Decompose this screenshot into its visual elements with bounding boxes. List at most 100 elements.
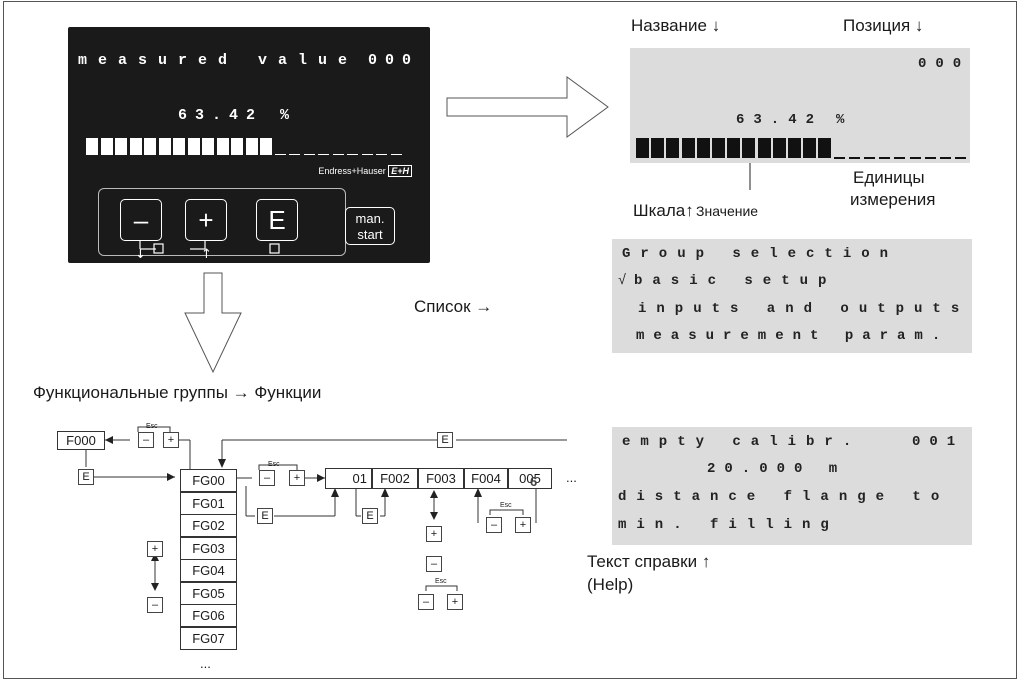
value-label: Значение [696, 203, 759, 219]
plus-key-f004[interactable]: + [515, 517, 531, 533]
function-group-fg00[interactable]: FG00 [180, 469, 237, 492]
check-mark-icon: √ [618, 273, 627, 289]
keypad-combo-symbols: ↓ ↑ [135, 241, 280, 262]
annotated-bar-empty-segment [924, 157, 936, 159]
function-box-01[interactable]: 01 [325, 468, 372, 489]
plus-key-f003-esc[interactable]: + [447, 594, 463, 610]
annotated-bar-segment [651, 138, 665, 158]
annotated-bar-empty-segment [940, 157, 951, 159]
annotated-unit: % [836, 112, 854, 128]
device-line1-label: measured value [78, 52, 359, 69]
annotated-bar-empty-segment [848, 157, 860, 159]
function-group-fg03[interactable]: FG03 [180, 536, 237, 560]
help-line1-label: empty calibr. [622, 434, 862, 450]
annotated-bar-segment [803, 138, 817, 158]
function-box-005[interactable]: 005 [508, 468, 552, 489]
plus-key-f000[interactable]: + [163, 432, 179, 448]
group-item-inputs-outputs[interactable]: inputs and outputs [638, 301, 970, 317]
device-bar-segment [187, 138, 200, 155]
esc-label-3: Esc [435, 578, 447, 585]
group-item-measurement-param[interactable]: measurement param. [636, 328, 950, 344]
annotated-bar-segment [772, 138, 786, 158]
function-box-f004[interactable]: F004 [464, 468, 508, 489]
annotated-bar-empty-segment [879, 157, 891, 159]
device-bar-empty-segment [318, 154, 329, 155]
device-display-unit: measured value 000 63.42 % Endress+Hause… [68, 27, 430, 263]
minus-key-f003[interactable]: – [426, 556, 442, 572]
brand-text: Endress+Hauser [318, 166, 386, 176]
f000-box: F000 [57, 431, 105, 450]
annotated-bar-empty-segment [894, 157, 906, 159]
function-group-fg01[interactable]: FG01 [180, 491, 237, 515]
diagram-frame [3, 1, 1017, 679]
annotated-bar-segment [636, 138, 649, 158]
device-bar-segment [231, 138, 243, 155]
device-bar-segment [173, 138, 185, 155]
device-bar-segment [202, 138, 214, 155]
annotated-bar-segment [712, 138, 725, 158]
function-group-ellipsis: ... [200, 656, 211, 671]
group-item-basic-setup[interactable]: basic setup [634, 273, 837, 289]
function-box-f003[interactable]: F003 [418, 468, 464, 489]
man-start-line1: man. [355, 211, 385, 226]
help-text-line1: distance flange to [618, 489, 950, 505]
enter-key-f002[interactable]: E [362, 508, 378, 524]
arrow-up-icon: ↑ [201, 247, 212, 262]
units-label-1: Единицы [853, 168, 925, 187]
group-selection-lcd: Group selection √ basic setup inputs and… [612, 239, 972, 353]
annotated-position-value: 000 [918, 56, 971, 72]
plus-key-f003[interactable]: + [426, 526, 442, 542]
units-label-2: измерения [850, 190, 936, 209]
down-hollow-arrow-icon [184, 272, 242, 374]
annotated-bar-segment [696, 138, 710, 158]
plus-key[interactable]: + [185, 199, 227, 241]
annotated-bar-segment [727, 138, 741, 158]
minus-key-fg-list[interactable]: – [147, 597, 163, 613]
minus-key-f003-esc[interactable]: – [418, 594, 434, 610]
scale-label: Шкала↑ [633, 201, 694, 220]
enter-key-f000[interactable]: E [78, 469, 94, 485]
device-bar-empty-segment [289, 154, 300, 155]
arrow-down-icon: ↓ [135, 247, 146, 262]
function-group-fg02[interactable]: FG02 [180, 514, 237, 537]
device-bar-empty-segment [361, 154, 373, 155]
help-label-2: (Help) [587, 575, 634, 594]
minus-key-f000[interactable]: – [138, 432, 154, 448]
enter-key-fg[interactable]: E [257, 508, 273, 524]
minus-key-fg[interactable]: – [259, 470, 275, 486]
device-bar-empty-segment [376, 154, 387, 155]
enter-key[interactable]: E [256, 199, 298, 241]
annotated-bar-segment [788, 138, 801, 158]
help-lcd: empty calibr. 001 20.000 m distance flan… [612, 427, 972, 545]
man-start-key[interactable]: man. start [345, 207, 395, 245]
navigation-heading: Функциональные группы → Функции [33, 383, 322, 402]
enter-key-return[interactable]: E [437, 432, 453, 448]
device-measured-value: 63.42 % [178, 107, 298, 124]
overlap-char: 6 [530, 474, 538, 489]
annotated-bar-empty-segment [864, 157, 875, 159]
annotated-bar-segment [757, 138, 771, 158]
device-bar-segment [86, 138, 98, 155]
device-bar-segment [144, 138, 156, 155]
plus-key-fg-list[interactable]: + [147, 541, 163, 557]
plus-key-fg[interactable]: + [289, 470, 305, 486]
function-group-fg07[interactable]: FG07 [180, 626, 237, 650]
function-group-fg06[interactable]: FG06 [180, 604, 237, 627]
device-bar-empty-segment [390, 154, 402, 155]
list-label: Список → [414, 297, 493, 316]
endress-hauser-logo: Endress+Hauser E+H [318, 165, 412, 177]
device-bar-segment [158, 138, 171, 155]
device-bar-segment [216, 138, 229, 155]
annotated-bar-empty-segment [833, 157, 845, 159]
function-box-f002[interactable]: F002 [372, 468, 418, 489]
device-bar-segment [115, 138, 127, 155]
function-group-fg04[interactable]: FG04 [180, 559, 237, 582]
annotated-measured-value: 63.42 [736, 112, 824, 128]
minus-key-f004[interactable]: – [486, 517, 502, 533]
eh-logo-icon: E+H [388, 165, 412, 177]
annotated-bar-empty-segment [909, 157, 921, 159]
function-group-fg05[interactable]: FG05 [180, 581, 237, 605]
minus-key[interactable]: – [120, 199, 162, 241]
esc-label-1: Esc [146, 423, 158, 430]
